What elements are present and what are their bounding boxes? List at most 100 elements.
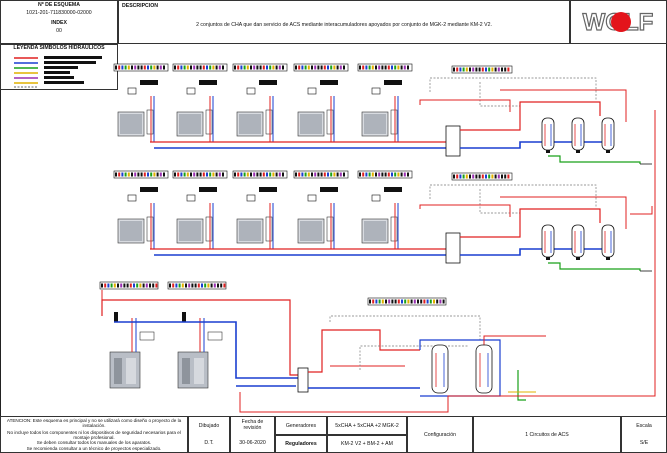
heat-pump-unit [357,170,413,249]
hydraulic-block [390,216,398,242]
drawn-value: D.T. [204,440,214,446]
revision-value: 30-06-2020 [239,440,266,446]
primary-return [460,248,612,256]
generators-value: 5xCHA + 5xCHA +2 MGK-2 [335,423,399,429]
storage-tank [475,344,493,394]
hydraulic-separator [445,232,461,264]
primary-flow [460,101,601,131]
configuration-label-box [407,416,473,453]
module-label-block [199,80,217,85]
control-wire [359,345,468,370]
legend-row [14,61,96,64]
heat-pump-unit [172,170,228,249]
module-label-block [259,187,277,192]
storage-tank [571,117,585,151]
module-label-block [199,187,217,192]
controller-terminal-strip [167,281,227,290]
floor-boiler [167,281,227,389]
scheme-number-value: 1021-201-711830000-02000 [26,10,92,16]
module-label-block [259,80,277,85]
wolf-logo-dot [611,12,631,32]
module-label-block [384,80,402,85]
control-wire [479,82,520,107]
description-box [118,0,570,44]
hot-water-line [500,89,627,122]
controller-terminal-strip [293,63,349,72]
hot-line [419,99,511,112]
revision-label-1: Fecha de [241,419,264,425]
wolf-logo: WOLF [574,6,663,38]
cold-water-in [517,370,526,401]
hydraulic-block [265,109,273,135]
control-module [207,331,223,341]
lower-primary-flow [308,329,420,373]
heat-pump-unit [113,63,169,142]
main-hot-riser [630,206,653,215]
hydraulic-block [326,109,334,135]
heat-pump-unit [172,63,228,142]
module-label-block [140,187,158,192]
scale-value: S/E [639,440,649,446]
legend-row [14,76,74,79]
control-wire [329,315,481,340]
scale-label: Escala [636,423,652,429]
generators-value-box [327,416,407,435]
controller-terminal-strip [113,63,169,72]
primary-flow [460,208,601,238]
hot-water-out [483,335,546,345]
module-label-block [320,80,338,85]
control-module [307,194,317,202]
generators-label: Generadores [285,423,317,429]
drawn-label: Dibujado [198,423,220,429]
heat-pump-unit [293,63,349,142]
module-label-block [140,80,158,85]
controller-terminal-strip [367,297,447,306]
primary-return [460,141,612,149]
attention-line-3: Se deben consultar todos los manuales de… [36,440,152,445]
storage-tanks [431,117,615,394]
control-module [371,194,381,202]
heat-pump-unit [357,63,413,142]
controller-terminal-strip [232,170,288,179]
control-module [127,87,137,95]
control-module [186,87,196,95]
configuration-value: 1 Circuitos de ACS [525,432,569,438]
configuration-value-box [473,416,621,453]
boiler-return [114,321,300,379]
legend-row [14,66,78,69]
regulators-label: Reguladores [285,441,317,447]
legend-symbols [14,56,102,88]
control-module [139,331,155,341]
attention-line-1: ATENCION: Este esquema es principal y no… [6,418,182,429]
controller-terminal-strip [451,65,513,74]
controller-terminal-strip [293,170,349,179]
description-text: 2 conjuntos de CHA que dan servicio de A… [196,22,492,28]
storage-tank [571,224,585,258]
attention-line-2: No incluye todos los componentes ni los … [7,430,181,441]
module-label-block [320,187,338,192]
module-label-block [384,187,402,192]
hydraulic-block [146,109,154,135]
attention-line-4: Se recomienda consultar a un técnico de … [26,446,162,451]
hydraulic-block [265,216,273,242]
main-hot-riser [239,110,656,413]
hydraulic-block [146,216,154,242]
storage-tank [431,344,449,394]
control-module [246,194,256,202]
storage-tank [601,117,615,151]
controller-terminal-strip [451,172,513,181]
pipe-network [101,77,656,413]
hydraulic-block [205,216,213,242]
hydraulic-separator [445,125,461,157]
controller-terminal-strip [172,170,228,179]
legend-row [14,56,102,59]
generator-units [99,63,513,389]
hot-line [419,204,511,217]
control-wire [479,189,520,214]
scheme-number-label: Nº DE ESQUEMA [38,2,80,8]
boiler-flow [101,299,300,376]
hot-water-line [500,196,627,229]
legend-row [14,81,84,84]
control-module [307,87,317,95]
heat-pump-unit [113,170,169,249]
